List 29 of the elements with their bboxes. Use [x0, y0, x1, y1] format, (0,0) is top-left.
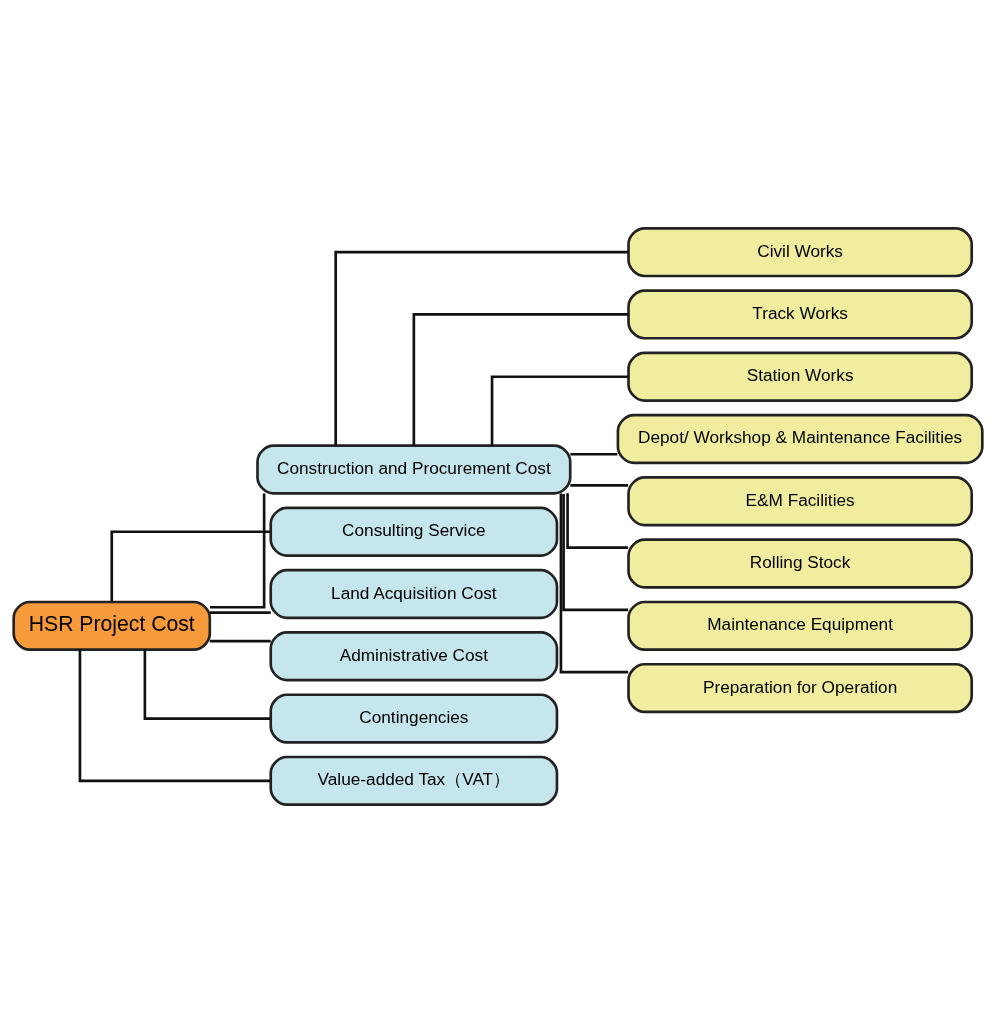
node-box: Preparation for Operation: [627, 662, 974, 713]
node-box: Station Works: [627, 351, 974, 402]
connector: [143, 649, 271, 720]
connector: [570, 483, 629, 487]
connector: [209, 492, 266, 609]
connector: [490, 374, 629, 446]
connector: [209, 610, 271, 614]
connector: [334, 250, 629, 445]
connector: [78, 649, 271, 782]
node-box: Track Works: [627, 288, 974, 340]
node-box: Value-added Tax（VAT）: [269, 755, 559, 806]
node-box: HSR Project Cost: [12, 600, 212, 651]
node-box: Administrative Cost: [269, 630, 559, 681]
node-box: Land Acquisition Cost: [269, 568, 559, 619]
connector: [209, 639, 271, 642]
node-box: Rolling Stock: [627, 537, 974, 589]
connector: [559, 493, 629, 673]
connector: [566, 492, 629, 549]
connector: [412, 312, 629, 446]
node-box: Maintenance Equipment: [627, 600, 974, 651]
node-box: Contingencies: [269, 692, 559, 744]
node-box: E&M Facilities: [627, 475, 974, 526]
node-box: Construction and Procurement Cost: [256, 443, 572, 495]
node-box: Depot/ Workshop & Maintenance Facilities: [616, 413, 984, 464]
node-box: Civil Works: [627, 226, 974, 277]
connector: [110, 529, 271, 602]
connector: [570, 452, 618, 456]
connector: [562, 493, 629, 611]
node-box: Consulting Service: [269, 506, 559, 557]
